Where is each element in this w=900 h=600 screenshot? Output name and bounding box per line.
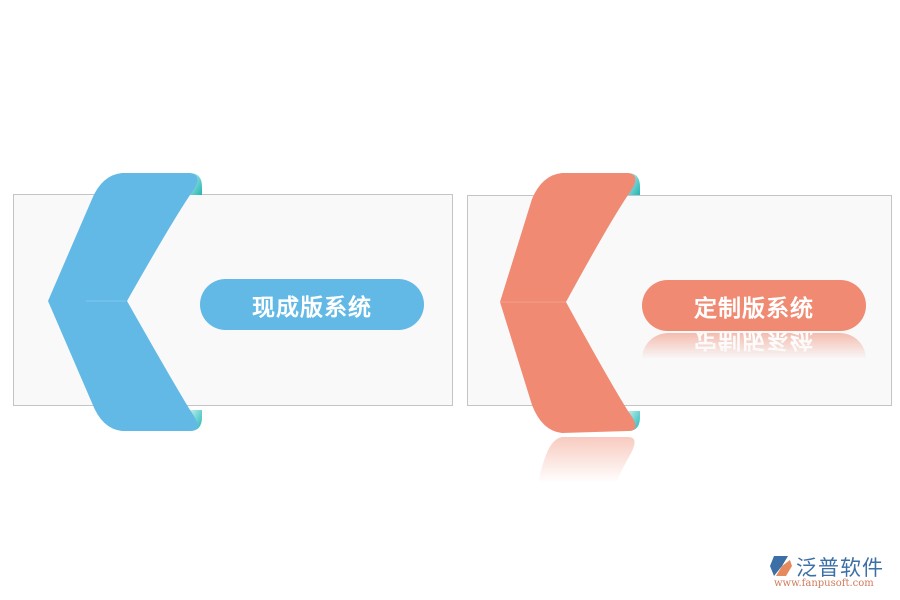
label-pill-ready-made: 现成版系统 [200, 279, 424, 330]
chevron-ribbon-right-icon [500, 173, 640, 483]
logo-name: 泛普软件 [796, 556, 884, 580]
label-pill-custom: 定制版系统 [642, 280, 866, 331]
chevron-ribbon-left-icon [48, 173, 202, 431]
logo-mark-icon [770, 556, 792, 576]
logo-url: www.fanpusoft.com [774, 578, 874, 589]
label-pill-custom-reflection: 定制版系统 [642, 333, 866, 359]
label-text: 定制版系统 [694, 295, 814, 322]
label-text: 现成版系统 [252, 294, 372, 321]
reflection-text: 定制版系统 [694, 333, 814, 352]
brand-logo: 泛普软件 www.fanpusoft.com [768, 552, 894, 592]
